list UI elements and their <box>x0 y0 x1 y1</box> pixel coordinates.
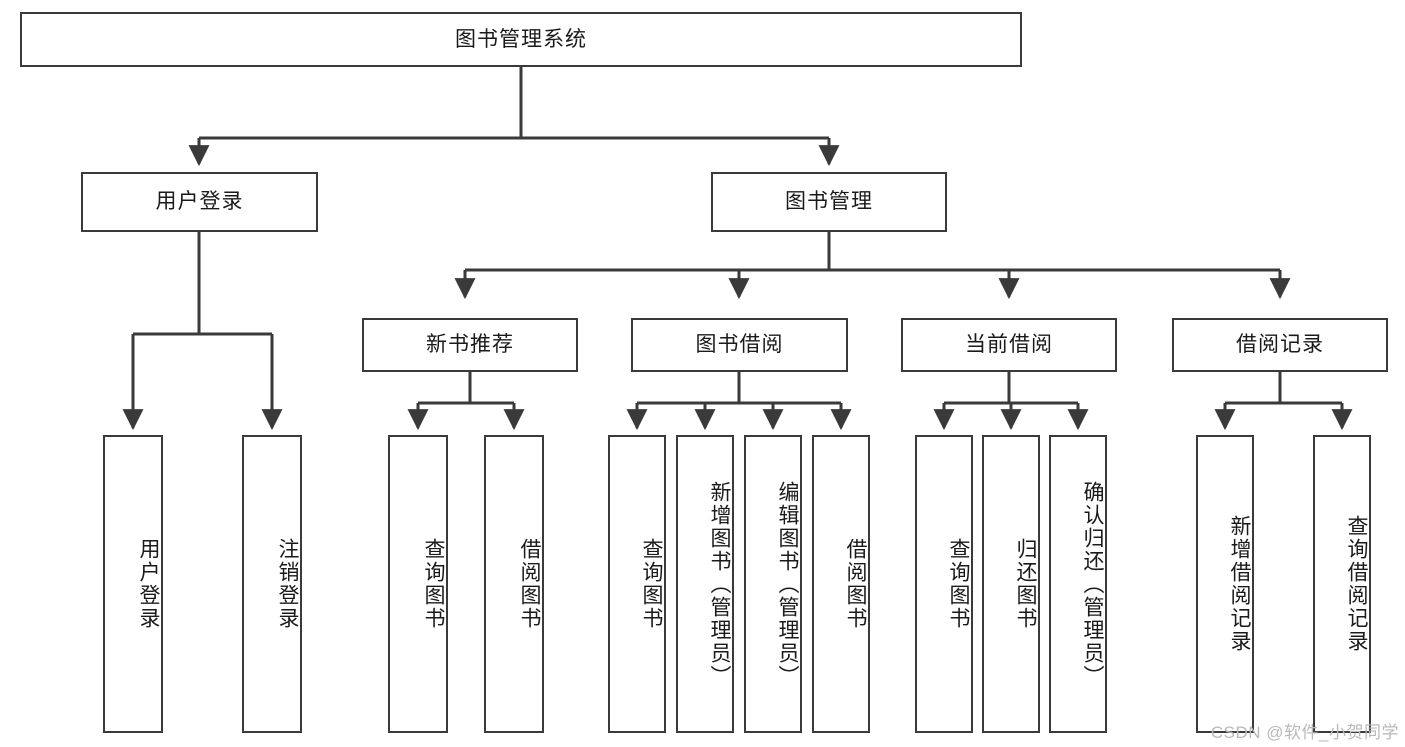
node-book-management[interactable]: 图书管理 <box>711 172 947 232</box>
leaf-label: 查询图书 <box>947 538 970 630</box>
leaf-borrow-book[interactable]: 借阅图书 <box>812 435 870 733</box>
leaf-label: 用户登录 <box>137 538 160 630</box>
leaf-borrow-book-recommend[interactable]: 借阅图书 <box>484 435 544 733</box>
node-borrow-record-label: 借阅记录 <box>1236 333 1324 357</box>
node-root-label: 图书管理系统 <box>455 27 587 51</box>
leaf-label: 新增图书（管理员） <box>708 480 731 688</box>
leaf-query-book-recommend[interactable]: 查询图书 <box>388 435 448 733</box>
leaf-label: 借阅图书 <box>518 538 541 630</box>
leaf-query-borrow-record[interactable]: 查询借阅记录 <box>1313 435 1371 733</box>
node-book-borrow[interactable]: 图书借阅 <box>631 318 848 372</box>
node-book-management-label: 图书管理 <box>785 190 873 214</box>
leaf-add-borrow-record[interactable]: 新增借阅记录 <box>1196 435 1254 733</box>
leaf-user-logout[interactable]: 注销登录 <box>242 435 302 733</box>
leaf-label: 注销登录 <box>276 538 299 630</box>
node-user-login-label: 用户登录 <box>155 190 244 214</box>
leaf-label: 归还图书 <box>1014 538 1037 630</box>
node-new-book-recommend-label: 新书推荐 <box>426 333 514 357</box>
leaf-label: 查询借阅记录 <box>1345 515 1368 653</box>
leaf-edit-book-admin[interactable]: 编辑图书（管理员） <box>744 435 802 733</box>
leaf-confirm-return-admin[interactable]: 确认归还（管理员） <box>1049 435 1107 733</box>
node-borrow-record[interactable]: 借阅记录 <box>1172 318 1388 372</box>
leaf-label: 新增借阅记录 <box>1228 515 1251 653</box>
leaf-label: 确认归还（管理员） <box>1081 480 1104 688</box>
leaf-return-book[interactable]: 归还图书 <box>982 435 1040 733</box>
node-current-borrow-label: 当前借阅 <box>965 333 1053 357</box>
node-book-borrow-label: 图书借阅 <box>695 333 784 357</box>
leaf-add-book-admin[interactable]: 新增图书（管理员） <box>676 435 734 733</box>
leaf-label: 编辑图书（管理员） <box>776 480 799 688</box>
node-current-borrow[interactable]: 当前借阅 <box>901 318 1117 372</box>
leaf-query-book-current[interactable]: 查询图书 <box>915 435 973 733</box>
node-root[interactable]: 图书管理系统 <box>20 12 1022 67</box>
node-new-book-recommend[interactable]: 新书推荐 <box>362 318 578 372</box>
leaf-query-book-borrow[interactable]: 查询图书 <box>608 435 666 733</box>
leaf-user-login[interactable]: 用户登录 <box>103 435 163 733</box>
leaf-label: 借阅图书 <box>844 538 867 630</box>
leaf-label: 查询图书 <box>640 538 663 630</box>
node-user-login[interactable]: 用户登录 <box>81 172 318 232</box>
leaf-label: 查询图书 <box>422 538 445 630</box>
